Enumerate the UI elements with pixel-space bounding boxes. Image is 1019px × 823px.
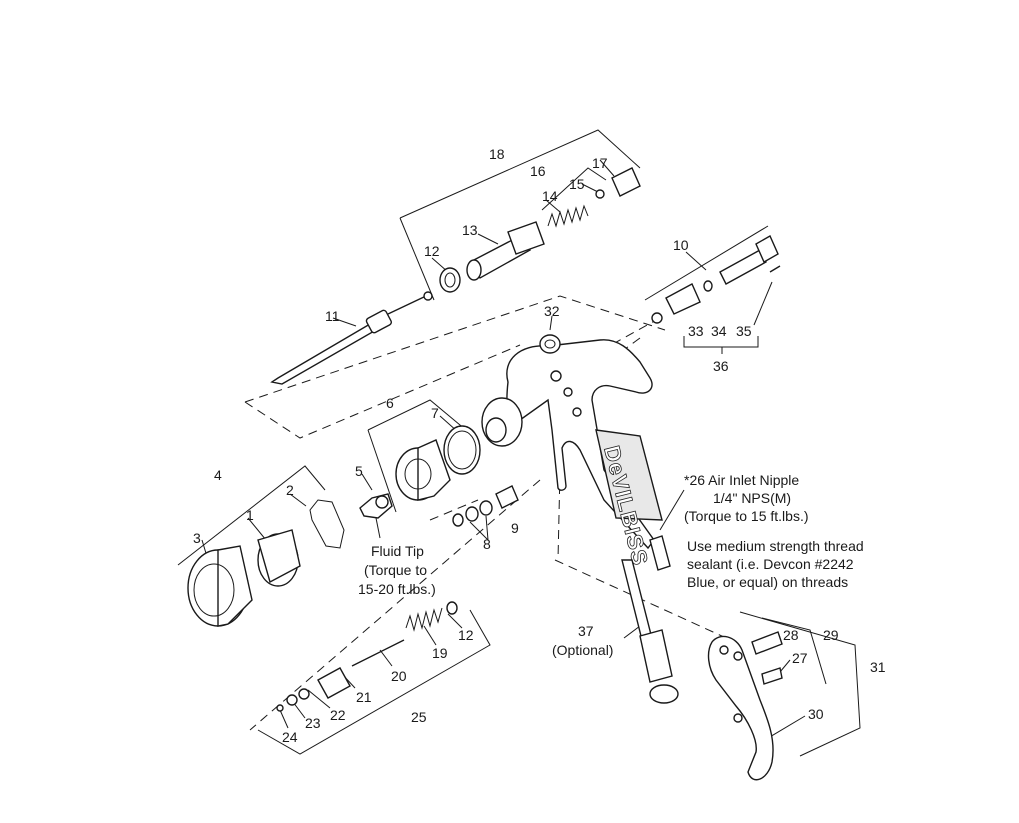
callout-35: 35 — [736, 323, 752, 339]
callout-36: 36 — [713, 358, 729, 374]
callout-8: 8 — [483, 536, 491, 552]
callout-6: 6 — [386, 395, 394, 411]
callout-23: 23 — [305, 715, 321, 731]
fluid-tip-note-line-2: (Torque to — [364, 562, 427, 578]
packing-cartridge — [439, 221, 545, 293]
lower-valve-parts — [276, 601, 458, 712]
packing-parts — [452, 485, 519, 527]
baffle-assembly — [395, 425, 481, 501]
fluid-tip-note-line-1: Fluid Tip — [371, 543, 424, 559]
callout-25: 25 — [411, 709, 427, 725]
washer-32 — [539, 334, 561, 354]
callout-2: 2 — [286, 482, 294, 498]
air-valve-assembly — [651, 235, 781, 324]
bracket-lines — [177, 129, 861, 757]
callout-33: 33 — [688, 323, 704, 339]
fluid-tip — [359, 493, 393, 519]
callout-37-optional: (Optional) — [552, 642, 613, 658]
callout-18: 18 — [489, 146, 505, 162]
callout-11: 11 — [325, 308, 340, 324]
callout-12-upper: 12 — [424, 243, 440, 259]
callout-29: 29 — [823, 627, 839, 643]
fluid-tip-note-line-3: 15-20 ft.lbs.) — [358, 581, 436, 597]
callout-16: 16 — [530, 163, 546, 179]
sealant-note-line-3: Blue, or equal) on threads — [687, 574, 848, 590]
fluid-tip-note: Fluid Tip (Torque to 15-20 ft.lbs.) — [358, 543, 436, 597]
callout-28: 28 — [783, 627, 799, 643]
sealant-note-line-2: sealant (i.e. Devcon #2242 — [687, 556, 854, 572]
callout-21: 21 — [356, 689, 372, 705]
callout-22: 22 — [330, 707, 346, 723]
optional-air-adjusting-valve — [621, 559, 679, 704]
fluid-needle — [270, 291, 433, 385]
callout-37: 37 — [578, 623, 594, 639]
callout-7: 7 — [431, 405, 439, 421]
callout-27: 27 — [792, 650, 808, 666]
trigger-assembly — [707, 631, 783, 781]
callout-19: 19 — [432, 645, 448, 661]
gun-body: DeVILBISS — [481, 339, 663, 569]
air-inlet-nipple — [649, 535, 671, 571]
callout-32: 32 — [544, 303, 560, 319]
air-cap-assembly — [187, 499, 345, 627]
callout-15: 15 — [569, 176, 585, 192]
air-inlet-note: *26 Air Inlet Nipple 1/4" NPS(M) (Torque… — [684, 472, 809, 524]
callout-30: 30 — [808, 706, 824, 722]
callout-14: 14 — [542, 188, 558, 204]
callout-9: 9 — [511, 520, 519, 536]
callout-24: 24 — [282, 729, 298, 745]
callout-4: 4 — [214, 467, 222, 483]
needle-spring — [547, 167, 641, 228]
callout-13: 13 — [462, 222, 478, 238]
callout-1: 1 — [246, 507, 254, 523]
callout-17: 17 — [592, 155, 608, 171]
alignment-lines — [244, 295, 736, 731]
air-inlet-note-line-1: *26 Air Inlet Nipple — [684, 472, 799, 488]
callout-34: 34 — [711, 323, 727, 339]
callout-5: 5 — [355, 463, 363, 479]
callout-3: 3 — [193, 530, 201, 546]
callout-20: 20 — [391, 668, 407, 684]
air-inlet-note-line-2: 1/4" NPS(M) — [713, 490, 791, 506]
callout-12-lower: 12 — [458, 627, 474, 643]
sealant-note-line-1: Use medium strength thread — [687, 538, 864, 554]
air-inlet-note-line-3: (Torque to 15 ft.lbs.) — [684, 508, 809, 524]
callout-31: 31 — [870, 659, 886, 675]
callout-labels: 18 17 16 15 14 13 12 11 10 32 33 34 35 3… — [193, 146, 886, 745]
callout-10: 10 — [673, 237, 689, 253]
sealant-note: Use medium strength thread sealant (i.e.… — [687, 538, 864, 590]
